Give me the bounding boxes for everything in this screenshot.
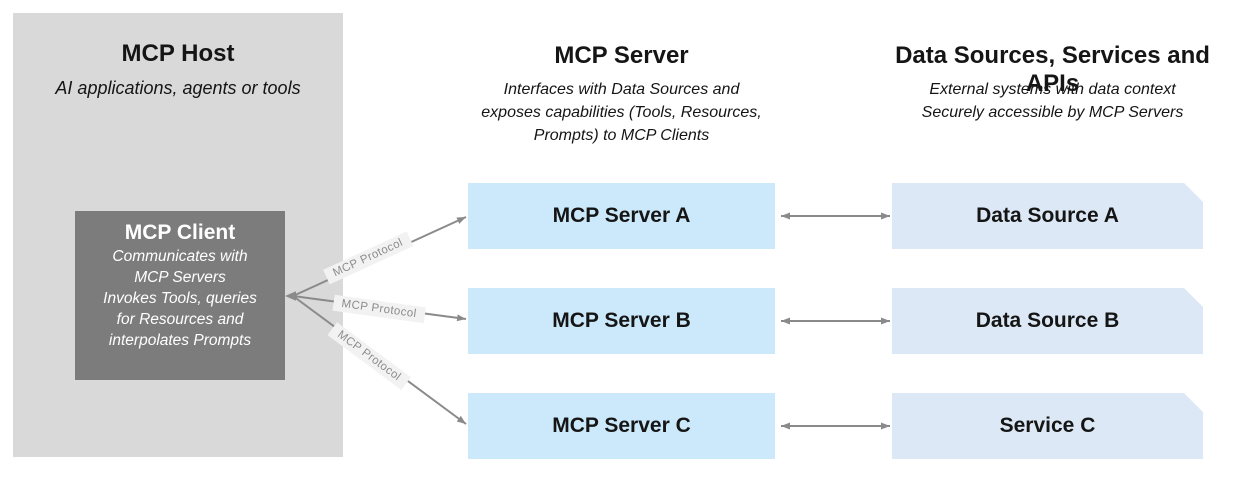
- mcp-protocol-label: MCP Protocol: [332, 294, 426, 324]
- data-column-subtitle: External systems with data context Secur…: [870, 78, 1235, 124]
- client-title: MCP Client: [124, 221, 236, 244]
- server-subtitle-line: Prompts) to MCP Clients: [533, 127, 710, 144]
- client-description-line: Communicates with: [112, 248, 248, 265]
- server-column-subtitle: Interfaces with Data Sources and exposes…: [440, 78, 803, 147]
- mcp-server-c-box: MCP Server C: [468, 393, 775, 459]
- server-to-data-arrows: [781, 212, 890, 430]
- client-description-line: for Resources and: [116, 311, 244, 328]
- mcp-server-b-box: MCP Server B: [468, 288, 775, 354]
- server-subtitle-line: Interfaces with Data Sources and: [503, 81, 740, 98]
- data-subtitle-line: Securely accessible by MCP Servers: [921, 104, 1184, 121]
- service-c-box: Service C: [892, 393, 1203, 459]
- client-description-line: MCP Servers: [134, 269, 226, 286]
- client-description-line: Invokes Tools, queries: [103, 290, 257, 307]
- mcp-client-box: MCP Client Communicates with MCP Servers…: [75, 211, 285, 380]
- data-subtitle-line: External systems with data context: [929, 81, 1176, 98]
- host-title: MCP Host: [121, 40, 235, 67]
- data-source-b-box: Data Source B: [892, 288, 1203, 354]
- data-source-a-box: Data Source A: [892, 183, 1203, 249]
- host-subtitle: AI applications, agents or tools: [55, 78, 301, 98]
- client-description-line: interpolates Prompts: [108, 332, 252, 349]
- data-column-title: Data Sources, Services and APIs: [895, 42, 1210, 97]
- mcp-server-a-box: MCP Server A: [468, 183, 775, 249]
- server-column-title: MCP Server: [554, 42, 689, 69]
- server-subtitle-line: exposes capabilities (Tools, Resources,: [481, 104, 762, 121]
